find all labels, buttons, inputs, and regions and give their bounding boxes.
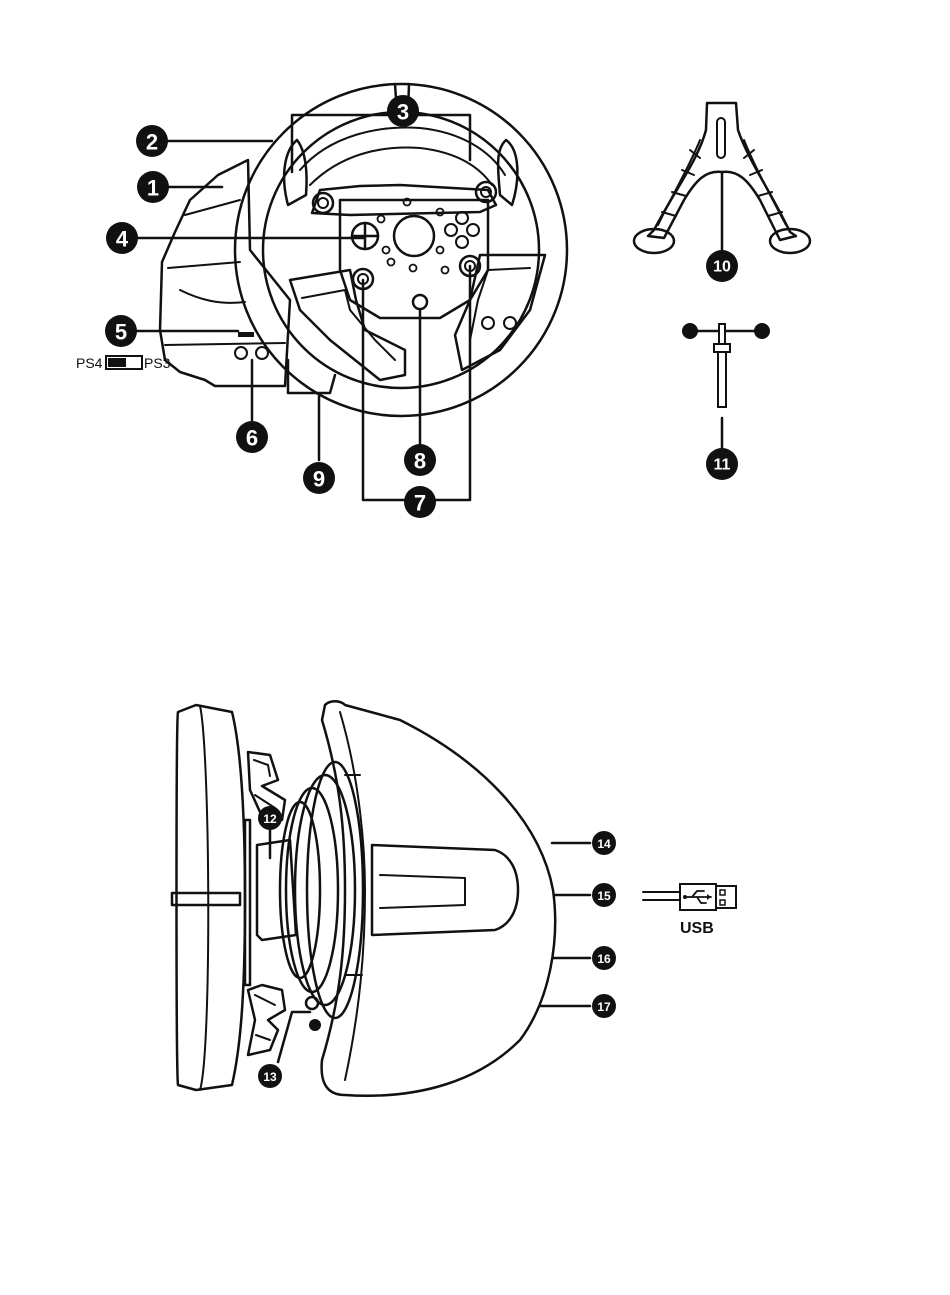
callout-2: 2 — [136, 125, 168, 157]
callout-7: 7 — [404, 486, 436, 518]
steering-wheel-front — [235, 84, 567, 416]
callout-5-text: 5 — [115, 320, 127, 345]
switch-label-ps4: PS4 — [76, 355, 103, 371]
callout-11-text: 11 — [714, 457, 731, 474]
callout-15: 15 — [592, 883, 616, 907]
callout-6: 6 — [236, 421, 268, 453]
callout-1-text: 1 — [147, 176, 159, 201]
front-leader-lines — [137, 115, 470, 500]
callout-17-text: 17 — [597, 1000, 611, 1014]
clamp-screw — [682, 323, 770, 448]
callout-1: 1 — [137, 171, 169, 203]
callout-11: 11 — [706, 448, 738, 480]
mode-switch: PS4 PS3 — [76, 355, 171, 371]
callout-7-text: 7 — [414, 491, 426, 516]
usb-label: USB — [680, 920, 714, 937]
callout-14-text: 14 — [597, 837, 611, 851]
callout-5: 5 — [105, 315, 137, 347]
callout-badges: 1 2 3 4 5 6 7 8 9 10 11 12 13 14 15 16 1… — [105, 95, 738, 1088]
callout-12-text: 12 — [263, 812, 277, 826]
callout-15-text: 15 — [597, 889, 611, 903]
callout-6-text: 6 — [246, 426, 258, 451]
callout-9: 9 — [303, 462, 335, 494]
callout-10-text: 10 — [713, 259, 731, 276]
callout-12: 12 — [258, 806, 282, 830]
callout-8: 8 — [404, 444, 436, 476]
callout-3: 3 — [387, 95, 419, 127]
callout-13: 13 — [258, 1064, 282, 1088]
callout-14: 14 — [592, 831, 616, 855]
callout-2-text: 2 — [146, 130, 158, 155]
callout-16-text: 16 — [597, 952, 611, 966]
callout-10: 10 — [706, 250, 738, 282]
callout-3-text: 3 — [397, 100, 409, 125]
wheel-side-view — [172, 701, 590, 1096]
usb-connector: USB — [643, 884, 736, 937]
callout-4-text: 4 — [116, 227, 129, 252]
callout-16: 16 — [592, 946, 616, 970]
callout-8-text: 8 — [414, 449, 426, 474]
callout-4: 4 — [106, 222, 138, 254]
callout-9-text: 9 — [313, 467, 325, 492]
switch-label-ps3: PS3 — [144, 355, 171, 371]
callout-17: 17 — [592, 994, 616, 1018]
callout-13-text: 13 — [263, 1070, 277, 1084]
table-clamp — [634, 103, 810, 253]
